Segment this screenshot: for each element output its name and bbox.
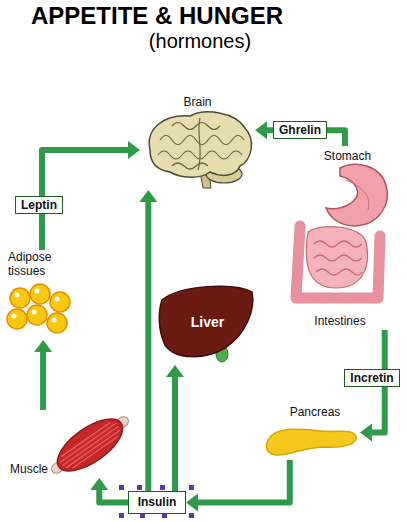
arrow-head [139, 190, 157, 202]
stomach-illustration [326, 164, 387, 226]
hormone-label: Ghrelin [273, 121, 327, 139]
organ-node: Liver [160, 280, 255, 365]
organ-node: Pancreas [270, 405, 360, 460]
hormone-box: Insulin [128, 491, 186, 514]
hormone-arrow [166, 365, 184, 491]
organ-node: Intestines [288, 238, 392, 330]
organ-node: Stomach [305, 146, 390, 235]
organ-label: Intestines [312, 314, 367, 330]
arrow-line [172, 376, 178, 491]
muscle-illustration [43, 405, 138, 486]
hormone-arrow [139, 190, 157, 491]
arrow-head [90, 478, 108, 490]
intestines-illustration [296, 226, 380, 298]
organ-label: Brain [181, 95, 213, 111]
organ-node: Adipose tissues [6, 250, 86, 340]
organ-label: Stomach [322, 149, 373, 165]
organ-node: Brain [140, 95, 255, 190]
hormone-arrow [34, 340, 52, 410]
brain-illustration [149, 112, 251, 188]
arrow-line [99, 489, 128, 503]
organ-label: Liver [189, 313, 226, 331]
arrow-head [128, 141, 140, 159]
hormone-arrow [186, 460, 290, 512]
insulin-receptor-dots [119, 485, 194, 518]
hormone-name: Insulin [136, 495, 179, 511]
hormone-arrow [90, 478, 128, 503]
adipose-illustration [7, 284, 70, 333]
arrow-line [40, 351, 46, 410]
arrow-head [255, 121, 267, 139]
hormone-arrow [255, 121, 345, 146]
arrow-head [166, 365, 184, 377]
pancreas-illustration [266, 429, 356, 455]
arrow-line [197, 460, 290, 503]
organ-label: Pancreas [288, 405, 343, 421]
subtitle-label: (hormones) [149, 30, 251, 53]
diagram-title: APPETITE & HUNGER [31, 2, 283, 30]
arrow-head [34, 340, 52, 352]
organ-label: Muscle [8, 462, 50, 478]
arrow-head [360, 424, 372, 442]
organ-node: Muscle [8, 410, 125, 478]
liver-illustration [159, 286, 253, 362]
hormone-label: Leptin [15, 196, 63, 214]
arrow-head [186, 494, 198, 512]
organ-label: Adipose tissues [6, 250, 86, 280]
hormone-label: Incretin [344, 369, 399, 387]
arrow-line [145, 201, 151, 491]
